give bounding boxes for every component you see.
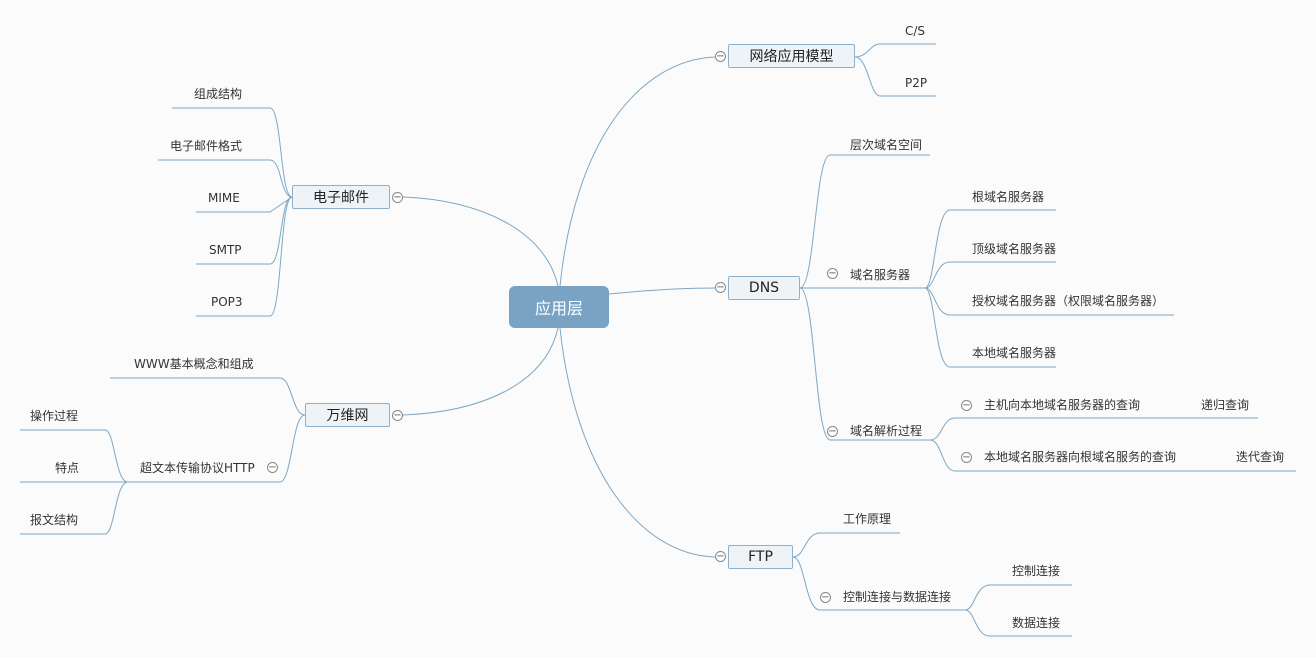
node-dns[interactable]: DNS <box>728 276 800 300</box>
node-control-connection[interactable]: 控制连接 <box>1012 564 1061 578</box>
collapse-toggle-icon[interactable]: − <box>267 462 278 473</box>
node-www-concept[interactable]: WWW基本概念和组成 <box>134 357 254 371</box>
collapse-toggle-icon[interactable]: − <box>715 551 726 562</box>
node-smtp[interactable]: SMTP <box>209 243 242 257</box>
root-node[interactable]: 应用层 <box>509 286 609 328</box>
node-iterative-query[interactable]: 迭代查询 <box>1236 450 1285 464</box>
node-namespace[interactable]: 层次域名空间 <box>850 138 923 152</box>
collapse-toggle-icon[interactable]: − <box>715 51 726 62</box>
node-pop3[interactable]: POP3 <box>211 295 243 309</box>
node-email-structure[interactable]: 组成结构 <box>194 87 243 101</box>
node-authoritative-server[interactable]: 授权域名服务器（权限域名服务器） <box>972 294 1165 308</box>
node-cs[interactable]: C/S <box>905 24 926 38</box>
node-http-features[interactable]: 特点 <box>55 461 80 475</box>
node-ftp-principle[interactable]: 工作原理 <box>843 512 892 526</box>
node-email[interactable]: 电子邮件 <box>292 185 390 209</box>
node-http-operation[interactable]: 操作过程 <box>30 409 79 423</box>
node-local-server[interactable]: 本地域名服务器 <box>972 346 1057 360</box>
node-root-server[interactable]: 根域名服务器 <box>972 190 1045 204</box>
node-tld-server[interactable]: 顶级域名服务器 <box>972 242 1057 256</box>
node-email-format[interactable]: 电子邮件格式 <box>170 139 243 153</box>
collapse-toggle-icon[interactable]: − <box>820 592 831 603</box>
node-mime[interactable]: MIME <box>208 191 240 205</box>
collapse-toggle-icon[interactable]: − <box>715 282 726 293</box>
collapse-toggle-icon[interactable]: − <box>961 400 972 411</box>
node-ftp[interactable]: FTP <box>728 545 793 569</box>
node-local-root-query[interactable]: 本地域名服务器向根域名服务的查询 <box>984 450 1177 464</box>
node-host-query[interactable]: 主机向本地域名服务器的查询 <box>984 398 1141 412</box>
node-network-model[interactable]: 网络应用模型 <box>728 44 855 68</box>
node-data-connection[interactable]: 数据连接 <box>1012 616 1061 630</box>
node-http[interactable]: 超文本传输协议HTTP <box>140 461 255 475</box>
node-p2p[interactable]: P2P <box>905 76 928 90</box>
node-connections[interactable]: 控制连接与数据连接 <box>843 590 952 604</box>
node-name-servers[interactable]: 域名服务器 <box>850 268 911 282</box>
collapse-toggle-icon[interactable]: − <box>392 192 403 203</box>
collapse-toggle-icon[interactable]: − <box>827 426 838 437</box>
collapse-toggle-icon[interactable]: − <box>827 268 838 279</box>
node-www[interactable]: 万维网 <box>305 403 390 427</box>
node-resolution[interactable]: 域名解析过程 <box>850 424 923 438</box>
node-recursive-query[interactable]: 递归查询 <box>1201 398 1250 412</box>
collapse-toggle-icon[interactable]: − <box>961 452 972 463</box>
node-http-message[interactable]: 报文结构 <box>30 513 79 527</box>
collapse-toggle-icon[interactable]: − <box>392 410 403 421</box>
